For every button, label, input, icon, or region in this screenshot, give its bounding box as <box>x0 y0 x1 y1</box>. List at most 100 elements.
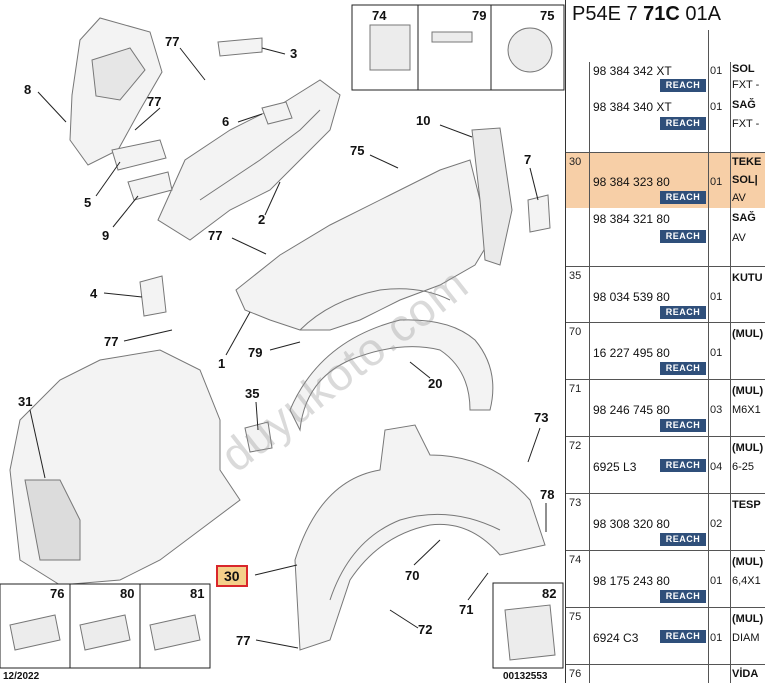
part-number[interactable]: 6924 C3 <box>593 631 639 645</box>
description: SOL <box>732 63 755 75</box>
box-label-80[interactable]: 80 <box>120 586 135 601</box>
description: (MUL) <box>732 442 764 454</box>
callout-75[interactable]: 75 <box>350 143 365 158</box>
box-label-76[interactable]: 76 <box>50 586 65 601</box>
table-row[interactable]: 73 98 308 320 80 REACH 02 TESP <box>566 493 765 550</box>
callout-10[interactable]: 10 <box>416 113 431 128</box>
box-label-82[interactable]: 82 <box>542 586 557 601</box>
description-detail: AV <box>732 192 746 204</box>
description-detail: M6X1 <box>732 404 761 416</box>
qty: 01 <box>710 291 723 303</box>
ref-cell: 70 <box>566 323 590 379</box>
qty: 01 <box>710 575 723 587</box>
callout-79[interactable]: 79 <box>248 345 263 360</box>
part-number[interactable]: 6925 L3 <box>593 460 637 474</box>
ref-cell <box>566 62 590 152</box>
callout-71[interactable]: 71 <box>459 602 474 617</box>
callout-77[interactable]: 77 <box>208 228 223 243</box>
callout-8[interactable]: 8 <box>24 82 32 97</box>
description: TESP <box>732 499 761 511</box>
part-number[interactable]: 98 384 340 XT <box>593 100 672 114</box>
footer-date: 12/2022 <box>3 671 40 682</box>
callout-30-selected[interactable]: 30 <box>216 565 248 587</box>
qty: 01 <box>710 347 723 359</box>
table-row[interactable]: 35 98 034 539 80 REACH 01 KUTU <box>566 266 765 322</box>
table-row[interactable]: 75 6924 C3 REACH 01 (MUL) DIAM <box>566 607 765 664</box>
qty: 04 <box>710 461 723 473</box>
ref-cell: 30 <box>566 153 590 208</box>
table-row[interactable]: 70 16 227 495 80 REACH 01 (MUL) <box>566 322 765 379</box>
part-number[interactable]: 98 034 539 80 <box>593 290 670 304</box>
callout-77[interactable]: 77 <box>165 34 180 49</box>
callout-4[interactable]: 4 <box>90 286 98 301</box>
description: (MUL) <box>732 385 764 397</box>
ref-cell: 73 <box>566 494 590 550</box>
callout-35[interactable]: 35 <box>245 386 260 401</box>
callout-20[interactable]: 20 <box>428 376 443 391</box>
box-label-81[interactable]: 81 <box>190 586 205 601</box>
callout-70[interactable]: 70 <box>405 568 420 583</box>
part-number[interactable]: 98 384 323 80 <box>593 175 670 189</box>
description: SAĞ <box>732 99 756 111</box>
description-detail: FXT - <box>732 79 760 91</box>
callout-2[interactable]: 2 <box>258 212 266 227</box>
part-number[interactable]: 98 246 745 80 <box>593 403 670 417</box>
callout-78[interactable]: 78 <box>540 487 555 502</box>
callout-1[interactable]: 1 <box>218 356 226 371</box>
description-detail: SOL| <box>732 174 758 186</box>
callout-31[interactable]: 31 <box>18 394 33 409</box>
reach-badge: REACH <box>660 590 706 603</box>
part-number[interactable]: 98 384 321 80 <box>593 212 670 226</box>
table-row[interactable]: 74 98 175 243 80 REACH 01 (MUL) 6,4X1 <box>566 550 765 607</box>
part-number[interactable]: 98 384 342 XT <box>593 64 672 78</box>
qty: 01 <box>710 176 723 188</box>
part-number[interactable]: 98 308 320 80 <box>593 517 670 531</box>
callout-77[interactable]: 77 <box>104 334 119 349</box>
qty: 01 <box>710 65 723 77</box>
description: VİDA <box>732 668 759 680</box>
ref-cell: 71 <box>566 380 590 436</box>
description: (MUL) <box>732 556 764 568</box>
callout-72[interactable]: 72 <box>418 622 433 637</box>
callout-77[interactable]: 77 <box>147 94 162 109</box>
callout-3[interactable]: 3 <box>290 46 298 61</box>
description-detail: DIAM <box>732 632 760 644</box>
table-row[interactable]: 76 VİDA <box>566 664 765 683</box>
box-label-79[interactable]: 79 <box>472 8 487 23</box>
qty: 03 <box>710 404 723 416</box>
box-label-75[interactable]: 75 <box>540 8 555 23</box>
table-row[interactable]: 98 384 342 XT REACH 98 384 340 XT REACH … <box>566 62 765 152</box>
ref-cell: 76 <box>566 665 590 683</box>
footer-ref: 00132553 <box>503 671 548 682</box>
callout-77[interactable]: 77 <box>236 633 251 648</box>
box-label-74[interactable]: 74 <box>372 8 387 23</box>
part-number[interactable]: 16 227 495 80 <box>593 346 670 360</box>
description-detail: 6-25 <box>732 461 755 473</box>
qty: 01 <box>710 632 723 644</box>
table-row-selected[interactable]: 30 98 384 323 80 REACH 01 TEKE SOL| AV <box>566 152 765 208</box>
ref-cell: 75 <box>566 608 590 664</box>
diagram-code-main: 71C <box>643 3 680 25</box>
ref-cell: 72 <box>566 437 590 493</box>
part-number[interactable]: 98 175 243 80 <box>593 574 670 588</box>
reach-badge: REACH <box>660 533 706 546</box>
callout-7[interactable]: 7 <box>524 152 532 167</box>
description: KUTU <box>732 272 763 284</box>
reach-badge: REACH <box>660 306 706 319</box>
description: (MUL) <box>732 613 764 625</box>
reach-badge: REACH <box>660 459 706 472</box>
callout-5[interactable]: 5 <box>84 195 92 210</box>
table-row[interactable]: 71 98 246 745 80 REACH 03 (MUL) M6X1 <box>566 379 765 436</box>
callout-9[interactable]: 9 <box>102 228 110 243</box>
description-detail: 6,4X1 <box>732 575 761 587</box>
reach-badge: REACH <box>660 230 706 243</box>
callout-73[interactable]: 73 <box>534 410 549 425</box>
diagram-code-suffix: 01A <box>679 3 722 25</box>
table-row[interactable]: 98 384 321 80 REACH SAĞ AV <box>566 208 765 266</box>
callout-6[interactable]: 6 <box>222 114 230 129</box>
reach-badge: REACH <box>660 630 706 643</box>
diagram-code: P54E 7 71C 01A <box>566 0 765 30</box>
description: SAĞ <box>732 212 756 224</box>
table-row[interactable]: 72 6925 L3 REACH 04 (MUL) 6-25 <box>566 436 765 493</box>
ref-cell: 35 <box>566 267 590 322</box>
